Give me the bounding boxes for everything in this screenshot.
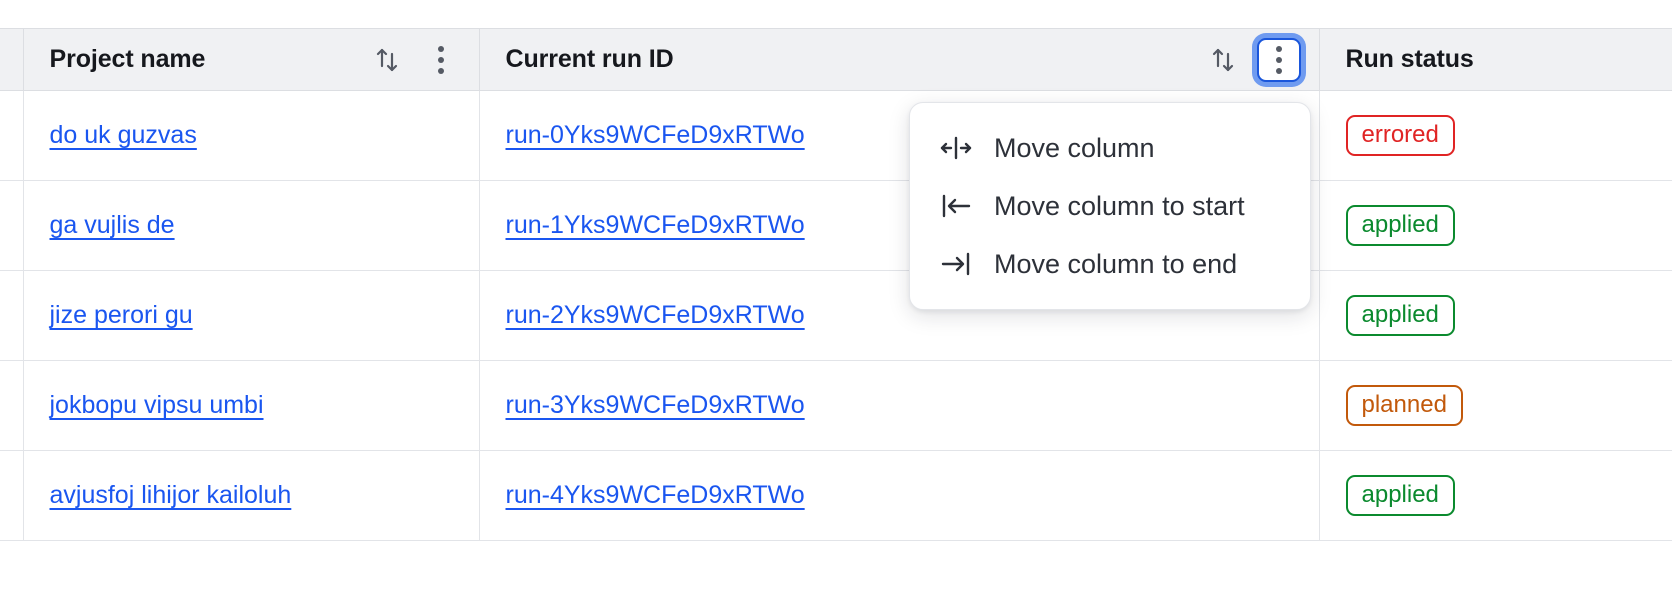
current-run-id-link[interactable]: run-0Yks9WCFeD9xRTWo — [505, 121, 805, 149]
project-name-link[interactable]: do uk guzvas — [49, 121, 197, 149]
sort-current-run-id-button[interactable] — [1203, 40, 1243, 80]
row-select-cell[interactable] — [0, 360, 24, 451]
project-name-link[interactable]: jize perori gu — [49, 301, 193, 329]
cell-run-status: applied — [1319, 180, 1672, 271]
cell-project-name: ga vujlis de — [23, 180, 480, 271]
column-menu-current-run-id-button[interactable] — [1256, 37, 1301, 82]
current-run-id-link[interactable]: run-1Yks9WCFeD9xRTWo — [505, 211, 805, 239]
column-context-menu: Move column Move column to start Move co… — [909, 102, 1311, 310]
table-row: jize perori gu run-2Yks9WCFeD9xRTWo appl… — [0, 270, 1672, 361]
column-menu-project-name-button[interactable] — [421, 40, 461, 80]
project-name-link[interactable]: avjusfoj lihijor kailoluh — [49, 481, 292, 509]
menu-item-move-column-to-end[interactable]: Move column to end — [910, 235, 1310, 293]
status-badge: applied — [1345, 294, 1455, 337]
column-header-run-status[interactable]: Run status — [1319, 28, 1672, 91]
project-name-link[interactable]: ga vujlis de — [49, 211, 175, 239]
column-header-current-run-id-label: Current run ID — [505, 45, 674, 73]
row-select-cell[interactable] — [0, 450, 24, 541]
projects-table: Project name — [0, 28, 1672, 541]
table-row: avjusfoj lihijor kailoluh run-4Yks9WCFeD… — [0, 450, 1672, 541]
table-row: do uk guzvas run-0Yks9WCFeD9xRTWo errore… — [0, 90, 1672, 181]
table-header: Project name — [0, 28, 1672, 91]
table-row: jokbopu vipsu umbi run-3Yks9WCFeD9xRTWo … — [0, 360, 1672, 451]
status-badge: applied — [1345, 204, 1455, 247]
status-badge: planned — [1345, 384, 1463, 427]
cell-project-name: jokbopu vipsu umbi — [23, 360, 480, 451]
cell-run-status: errored — [1319, 90, 1672, 181]
row-select-cell[interactable] — [0, 270, 24, 361]
status-badge: errored — [1345, 114, 1455, 157]
table-body: do uk guzvas run-0Yks9WCFeD9xRTWo errore… — [0, 90, 1672, 541]
menu-item-move-column[interactable]: Move column — [910, 119, 1310, 177]
menu-item-label: Move column — [994, 132, 1155, 163]
cell-project-name: avjusfoj lihijor kailoluh — [23, 450, 480, 541]
cell-project-name: do uk guzvas — [23, 90, 480, 181]
menu-item-label: Move column to start — [994, 190, 1245, 221]
cell-run-status: applied — [1319, 450, 1672, 541]
current-run-id-link[interactable]: run-2Yks9WCFeD9xRTWo — [505, 301, 805, 329]
current-run-id-link[interactable]: run-3Yks9WCFeD9xRTWo — [505, 391, 805, 419]
table-header-row: Project name — [0, 28, 1672, 91]
menu-item-move-column-to-start[interactable]: Move column to start — [910, 177, 1310, 235]
column-menu-kebab-icon — [437, 45, 444, 74]
cell-current-run-id: run-3Yks9WCFeD9xRTWo — [479, 360, 1320, 451]
column-header-project-name[interactable]: Project name — [23, 28, 480, 91]
move-column-to-start-icon — [940, 190, 972, 222]
cell-run-status: applied — [1319, 270, 1672, 361]
column-header-current-run-id[interactable]: Current run ID — [479, 28, 1320, 91]
table-row: ga vujlis de run-1Yks9WCFeD9xRTWo applie… — [0, 180, 1672, 271]
row-select-cell[interactable] — [0, 180, 24, 271]
row-select-cell[interactable] — [0, 90, 24, 181]
column-header-select — [0, 28, 24, 91]
sort-project-name-button[interactable] — [367, 40, 407, 80]
status-badge: applied — [1345, 474, 1455, 517]
move-column-icon — [940, 132, 972, 164]
column-menu-kebab-icon — [1275, 45, 1282, 74]
column-header-run-status-label: Run status — [1345, 45, 1474, 73]
cell-project-name: jize perori gu — [23, 270, 480, 361]
project-name-link[interactable]: jokbopu vipsu umbi — [49, 391, 264, 419]
cell-current-run-id: run-4Yks9WCFeD9xRTWo — [479, 450, 1320, 541]
move-column-to-end-icon — [940, 248, 972, 280]
column-header-project-name-label: Project name — [49, 45, 206, 73]
cell-run-status: planned — [1319, 360, 1672, 451]
current-run-id-link[interactable]: run-4Yks9WCFeD9xRTWo — [505, 481, 805, 509]
menu-item-label: Move column to end — [994, 248, 1238, 279]
projects-table-container: Project name — [0, 28, 1672, 612]
